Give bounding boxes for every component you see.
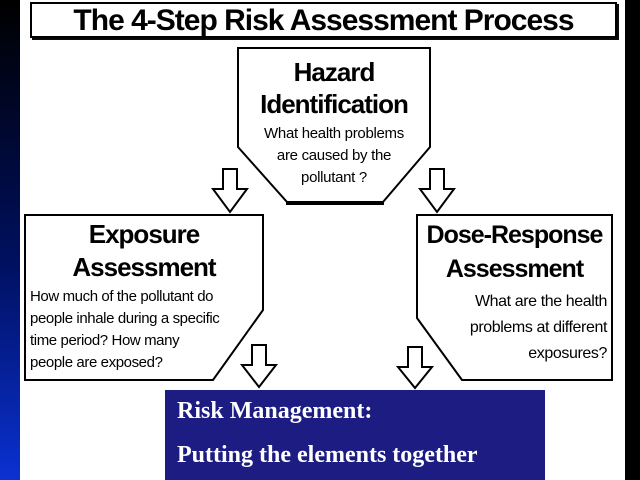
dose-body-line2: problems at different — [469, 319, 608, 336]
dose-response-body-text: What are the health problems at differen… — [437, 289, 608, 367]
hazard-title: Hazard Identification — [238, 56, 430, 120]
dose-body-line3: exposures? — [528, 345, 607, 362]
down-arrow-icon-right — [418, 168, 456, 214]
exposure-body-text: How much of the pollutant do people inha… — [30, 286, 262, 374]
hazard-body-line1: What health problems — [264, 125, 404, 142]
risk-management-subtext: Putting the elements together — [177, 442, 478, 468]
down-arrow-icon-bottom-left — [239, 344, 279, 389]
exposure-title-line1: Exposure — [88, 219, 201, 249]
exposure-body-line1: How much of the pollutant do — [30, 288, 214, 305]
hazard-body-line2: are caused by the — [276, 147, 392, 164]
exposure-title-line2: Assessment — [72, 252, 216, 282]
right-edge-bar — [625, 0, 640, 480]
left-edge-gradient — [0, 0, 20, 480]
dose-title-line2: Assessment — [445, 255, 584, 283]
risk-management-heading: Risk Management: — [177, 398, 373, 424]
exposure-body-line3: time period? How many — [30, 332, 180, 349]
dose-response-shape — [416, 214, 613, 381]
exposure-title: Exposure Assessment — [25, 218, 263, 284]
dose-response-title: Dose-Response Assessment — [417, 218, 612, 286]
exposure-assessment-shape — [24, 214, 264, 381]
page-title: The 4-Step Risk Assessment Process — [73, 4, 574, 37]
down-arrow-icon-left — [211, 168, 249, 214]
hazard-body-line3: pollutant ? — [301, 169, 367, 186]
hazard-title-line1: Hazard — [293, 57, 376, 87]
exposure-body-line2: people inhale during a specific — [30, 310, 220, 327]
slide-title-box: The 4-Step Risk Assessment Process — [30, 2, 617, 38]
down-arrow-icon-bottom-right — [395, 346, 435, 390]
risk-management-box: Risk Management: Putting the elements to… — [165, 390, 545, 480]
dose-body-line1: What are the health — [474, 293, 607, 310]
dose-title-line1: Dose-Response — [426, 221, 604, 249]
hazard-body-text: What health problems are caused by the p… — [238, 123, 430, 189]
hazard-title-line2: Identification — [260, 89, 409, 119]
exposure-body-line4: people are exposed? — [30, 354, 163, 371]
